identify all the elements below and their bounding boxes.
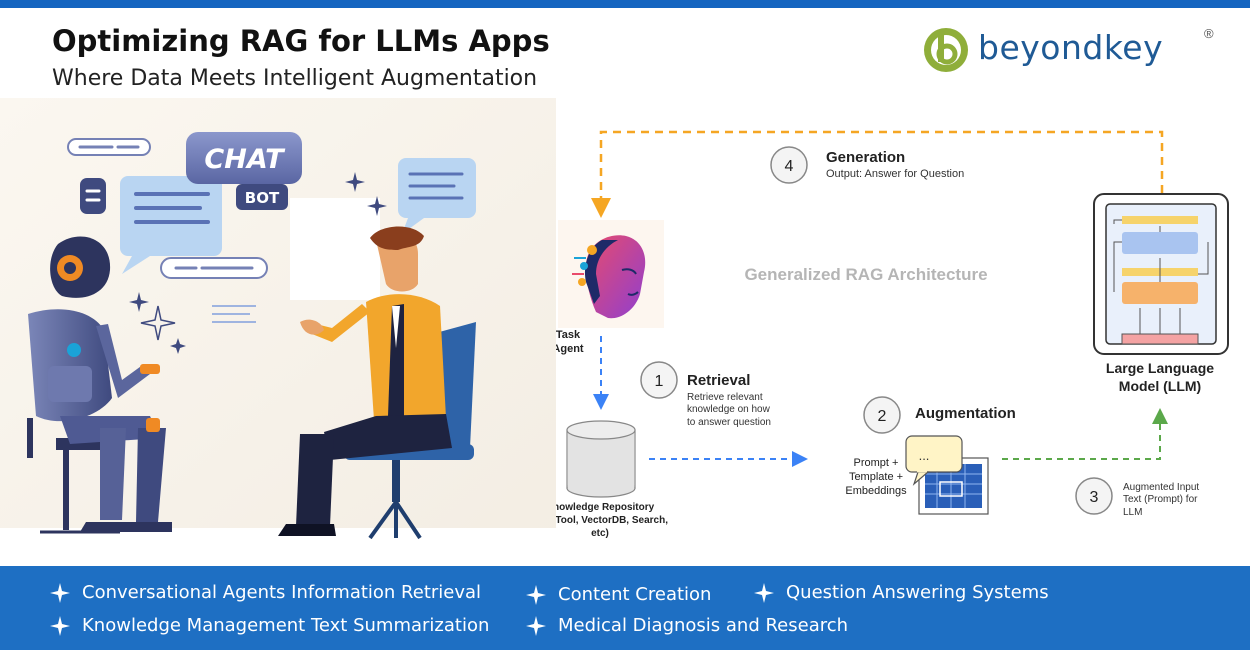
use-case-label: Question Answering Systems	[786, 582, 1049, 603]
use-case-item: Conversational Agents Information Retrie…	[50, 582, 481, 603]
page-title: Optimizing RAG for LLMs Apps	[52, 24, 550, 58]
chat-icon	[80, 178, 106, 214]
step-2-badge	[863, 396, 901, 434]
generation-title: Generation	[826, 149, 905, 166]
use-case-item: Medical Diagnosis and Research	[526, 615, 848, 636]
diagram-title: Generalized RAG Architecture	[744, 265, 987, 284]
sparkle-icon	[129, 172, 387, 354]
page-subtitle: Where Data Meets Intelligent Augmentatio…	[52, 66, 538, 91]
llm-label-line2: Model (LLM)	[1119, 378, 1201, 394]
step-2-number: 2	[878, 408, 887, 425]
database-icon	[566, 420, 636, 498]
generation-desc: Output: Answer for Question	[826, 168, 964, 180]
step-3-desc-line3: LLM	[1123, 507, 1142, 518]
sparkle-icon	[50, 582, 70, 603]
task-agent-label-line1: Task	[556, 329, 581, 341]
use-case-item: Content Creation	[526, 584, 711, 605]
prompt-label-line1: Prompt +	[854, 457, 899, 469]
rag-architecture-diagram: 4 Generation Output: Answer for Question…	[556, 130, 1229, 539]
use-case-item: Question Answering Systems	[754, 582, 1049, 603]
task-agent-icon	[558, 220, 664, 328]
prompt-label-line3: Embeddings	[845, 485, 907, 497]
step-3-desc-line2: Text (Prompt) for	[1123, 494, 1198, 505]
step-3-badge	[1075, 477, 1113, 515]
brand-logo: beyondkey ®	[922, 26, 1222, 74]
step-1-badge	[640, 361, 678, 399]
llm-model-icon	[1093, 193, 1229, 355]
embeddings-document-icon	[918, 457, 989, 515]
repo-label-line2: (DB, Tool, VectorDB, Search,	[556, 515, 668, 526]
prompt-label-line2: Template +	[849, 471, 903, 483]
use-case-label: Conversational Agents Information Retrie…	[82, 582, 482, 603]
repo-label-line3: etc)	[591, 528, 609, 539]
top-accent-bar	[0, 0, 1250, 8]
chat-badge-label: CHAT	[204, 144, 286, 175]
use-cases-band: Conversational Agents Information Retrie…	[0, 566, 1250, 650]
sparkle-icon	[50, 615, 70, 636]
step-4-badge	[770, 146, 808, 184]
task-agent-label-line2: Agent	[556, 343, 584, 355]
chatbot-illustration: CHAT BOT	[0, 98, 556, 566]
retrieval-desc-line1: Retrieve relevant	[687, 392, 763, 403]
bot-badge-label: BOT	[245, 189, 280, 207]
step-1-number: 1	[655, 373, 664, 390]
sparkle-icon	[526, 615, 546, 636]
augmentation-arrow	[1002, 408, 1168, 460]
repo-label-line1: Knowledge Repository	[556, 502, 655, 513]
speech-bubble-icon: ...	[905, 435, 963, 486]
chat-bot-badge: CHAT BOT	[186, 132, 302, 210]
robot-figure	[27, 236, 172, 532]
retrieval-title: Retrieval	[687, 372, 750, 389]
step-3-desc-line1: Augmented Input	[1123, 482, 1199, 493]
generation-arrow	[591, 130, 1164, 218]
person-figure	[278, 226, 476, 540]
llm-label-line1: Large Language	[1106, 360, 1214, 376]
augmentation-title: Augmentation	[915, 405, 1016, 422]
sparkle-icon	[526, 584, 546, 605]
use-case-label: Knowledge Management Text Summarization	[82, 615, 490, 636]
speech-bubble-icon	[120, 176, 222, 274]
logo-wordmark: beyondkey	[978, 28, 1164, 67]
step-3-number: 3	[1090, 489, 1099, 506]
use-case-label: Content Creation	[558, 584, 712, 605]
logo-mark-icon	[924, 28, 968, 72]
step-4-number: 4	[785, 158, 794, 175]
use-case-label: Medical Diagnosis and Research	[558, 615, 849, 636]
bubble-ellipsis: ...	[919, 448, 930, 463]
retrieval-desc-line3: to answer question	[687, 417, 771, 428]
retrieval-desc-line2: knowledge on how	[687, 404, 771, 415]
registered-mark: ®	[1204, 26, 1214, 41]
sparkle-icon	[754, 582, 774, 603]
use-case-item: Knowledge Management Text Summarization	[50, 615, 489, 636]
